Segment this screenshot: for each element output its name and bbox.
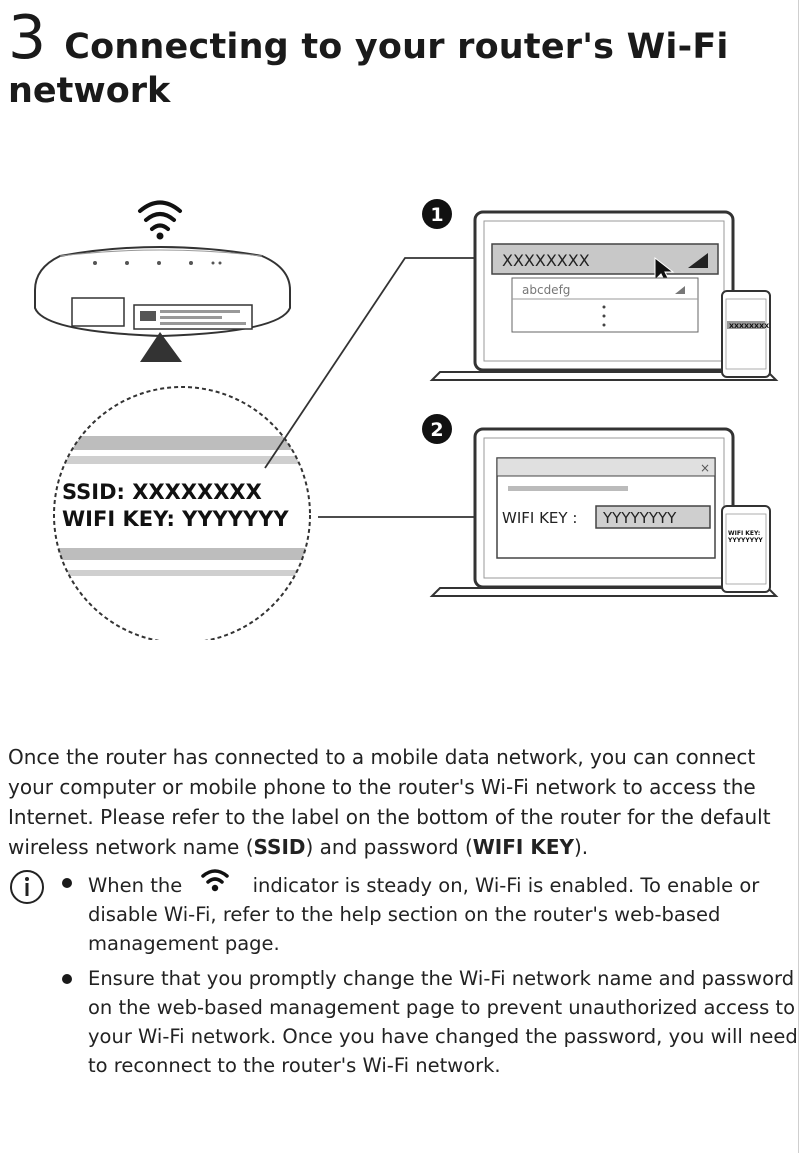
ssid-list-item-selected-label: XXXXXXXX xyxy=(502,251,590,270)
title-line-2: network xyxy=(8,71,171,111)
intro-paragraph: Once the router has connected to a mobil… xyxy=(8,742,798,862)
note-item-change-password: Ensure that you promptly change the Wi-F… xyxy=(60,964,798,1080)
note-1-text-before: When the xyxy=(88,874,183,897)
signal-bars-icon xyxy=(688,253,708,268)
info-icon xyxy=(10,870,44,904)
bullet xyxy=(62,974,72,984)
intro-text-2: ) and password ( xyxy=(305,835,473,859)
ssid-list-item-selected xyxy=(491,243,719,275)
router-device xyxy=(34,246,291,338)
phone-1: XXXXXXXX xyxy=(721,290,771,378)
notes-list: When the indicator is steady on, Wi-Fi i… xyxy=(60,868,798,1086)
step-number: 3 xyxy=(8,3,47,73)
step-2-badge: 2 xyxy=(422,414,452,444)
step-1-badge: 1 xyxy=(422,199,452,229)
intro-ssid-term: SSID xyxy=(253,835,306,859)
svg-text:2: 2 xyxy=(430,419,443,441)
note-1-text-after: indicator is steady on, Wi-Fi is enabled… xyxy=(88,874,760,955)
intro-text-3: ). xyxy=(573,835,589,859)
phone-2: WIFI KEY: YYYYYYYY xyxy=(721,505,771,593)
router-wifi-signal-icon xyxy=(138,200,182,240)
pointer-arrow xyxy=(140,332,182,362)
connection-illustration: SSID: XXXXXXXX WIFI KEY: YYYYYYY 1 XXXXX… xyxy=(34,199,779,640)
note-2-text: Ensure that you promptly change the Wi-F… xyxy=(88,967,798,1077)
svg-text:1: 1 xyxy=(430,204,443,226)
intro-wifi-key-term: WIFI KEY xyxy=(472,835,574,859)
intro-text-1: Once the router has connected to a mobil… xyxy=(8,745,771,859)
label-magnifier: SSID: XXXXXXXX WIFI KEY: YYYYYYY xyxy=(53,386,311,640)
wifi-key-field-label: WIFI KEY : xyxy=(502,509,577,527)
wifi-key-field xyxy=(595,505,711,529)
dialog-close-icon: × xyxy=(700,461,710,475)
phone-1-ssid: XXXXXXXX xyxy=(729,322,769,330)
ssid-list-item-other: abcdefg xyxy=(522,283,570,297)
phone-2-key-label: WIFI KEY: xyxy=(728,530,760,537)
laptop-2: × WIFI KEY : YYYYYYYY xyxy=(429,427,779,597)
laptop-1: XXXXXXXX abcdefg xyxy=(429,210,779,381)
ssid-dropdown-list xyxy=(511,277,699,333)
label-wifi-key-text: WIFI KEY: YYYYYYY xyxy=(62,507,289,531)
leader-line-ssid xyxy=(264,257,492,469)
title-line-1: Connecting to your router's Wi-Fi xyxy=(64,27,729,67)
note-item-wifi-indicator: When the indicator is steady on, Wi-Fi i… xyxy=(60,868,798,958)
label-ssid-text: SSID: XXXXXXXX xyxy=(62,480,262,504)
bullet xyxy=(62,878,72,888)
wifi-indicator-icon xyxy=(201,869,230,892)
phone-2-key-value: YYYYYYYY xyxy=(727,537,763,544)
wifi-key-field-value: YYYYYYYY xyxy=(602,509,677,527)
